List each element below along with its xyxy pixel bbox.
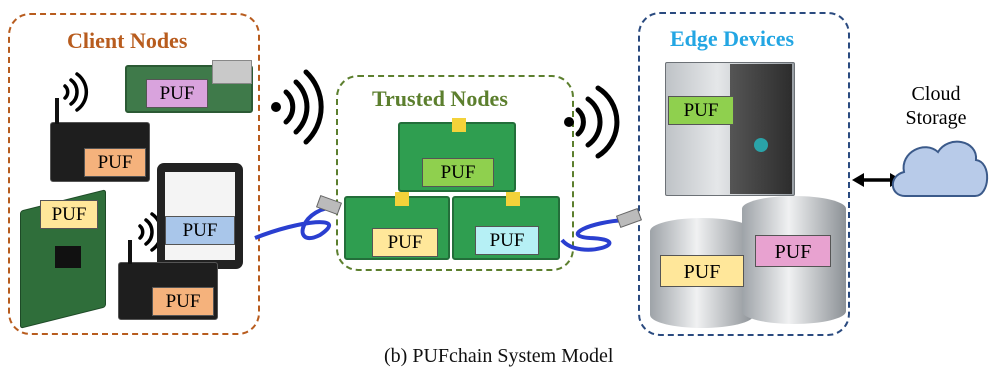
component [452, 118, 466, 132]
server-front-panel [730, 64, 792, 194]
component [506, 192, 520, 206]
wireless-signal-icon [575, 85, 620, 159]
cloud-label: Cloud Storage [896, 82, 976, 130]
wireless-signal-icon [283, 69, 324, 145]
ethernet-cable [254, 204, 341, 240]
puf-chip: PUF [755, 235, 831, 267]
trusted-nodes-group [336, 75, 574, 271]
puf-chip: PUF [668, 96, 734, 125]
puf-chip: PUF [84, 148, 146, 177]
antenna [55, 98, 59, 124]
puf-chip: PUF [475, 226, 539, 255]
puf-chip: PUF [422, 158, 494, 187]
puf-chip: PUF [372, 228, 438, 257]
puf-chip: PUF [152, 287, 214, 316]
figure-caption: (b) PUFchain System Model [384, 345, 614, 367]
puf-chip: PUF [660, 255, 744, 287]
processor-chip [55, 246, 81, 268]
puf-chip: PUF [165, 216, 235, 245]
client-nodes-group [8, 13, 260, 335]
ethernet-cable [560, 218, 626, 252]
power-button-icon [754, 138, 768, 152]
cloud-label-line1: Cloud [911, 83, 961, 105]
trusted-nodes-title: Trusted Nodes [372, 86, 508, 111]
cloud-icon [891, 140, 989, 197]
edge-devices-group [638, 12, 850, 336]
antenna-signal-icon [63, 72, 89, 112]
puf-chip: PUF [146, 79, 208, 108]
edge-devices-title: Edge Devices [670, 26, 795, 51]
puf-chip: PUF [40, 200, 98, 229]
usb-port [212, 60, 252, 84]
client-nodes-title: Client Nodes [67, 28, 188, 53]
component [395, 192, 409, 206]
antenna [128, 240, 132, 264]
cloud-label-line2: Storage [905, 107, 967, 129]
